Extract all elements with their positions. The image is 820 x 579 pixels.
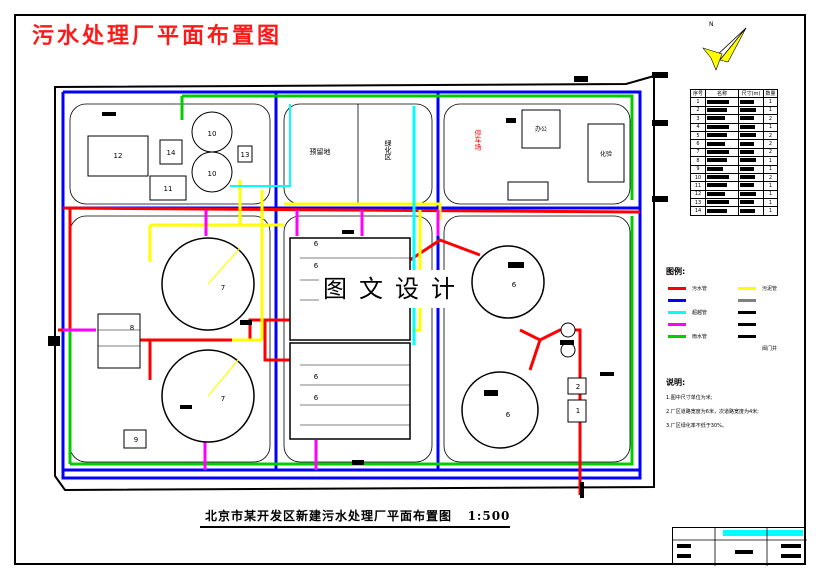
- svg-text:6: 6: [314, 262, 319, 270]
- caption-underline: [200, 526, 510, 528]
- notes-title: 说明:: [666, 378, 686, 387]
- area-green: 绿化区: [384, 139, 392, 161]
- svg-text:13: 13: [241, 151, 250, 159]
- svg-text:6: 6: [506, 411, 511, 419]
- north-arrow-icon: N: [702, 21, 747, 71]
- note-line: 3.厂区绿化率不低于30%。: [666, 423, 727, 429]
- area-parking: 停车场: [474, 129, 482, 152]
- svg-text:10: 10: [208, 130, 217, 138]
- svg-text:7: 7: [221, 395, 225, 403]
- svg-text:1: 1: [576, 407, 580, 415]
- svg-text:12: 12: [114, 152, 123, 160]
- svg-text:6: 6: [314, 394, 319, 402]
- note-line: 1.图中尺寸单位为米;: [666, 395, 713, 401]
- north-label: N: [709, 21, 714, 28]
- svg-text:6: 6: [314, 240, 319, 248]
- svg-text:6: 6: [314, 373, 319, 381]
- note-line: 2.厂区道路宽度为6米，次道路宽度为4米;: [666, 409, 759, 415]
- legend-title: 图例:: [666, 267, 686, 276]
- svg-text:6: 6: [512, 281, 517, 289]
- drawing-caption: 北京市某开发区新建污水处理厂平面布置图 1:500: [205, 509, 511, 523]
- svg-text:2: 2: [576, 383, 580, 391]
- title-block: [672, 527, 807, 566]
- svg-text:11: 11: [164, 185, 173, 193]
- area-lab: 化验: [600, 150, 612, 158]
- svg-text:8: 8: [130, 324, 134, 332]
- svg-text:10: 10: [208, 170, 217, 178]
- svg-text:9: 9: [134, 436, 138, 444]
- drawing-title: 污水处理厂平面布置图: [32, 23, 283, 49]
- area-office: 办公: [535, 125, 547, 133]
- watermark: 图文设计: [319, 270, 471, 308]
- svg-text:7: 7: [221, 284, 225, 292]
- area-reserve: 预留地: [310, 147, 331, 156]
- drawing-frame: [14, 14, 806, 565]
- svg-text:14: 14: [167, 149, 176, 157]
